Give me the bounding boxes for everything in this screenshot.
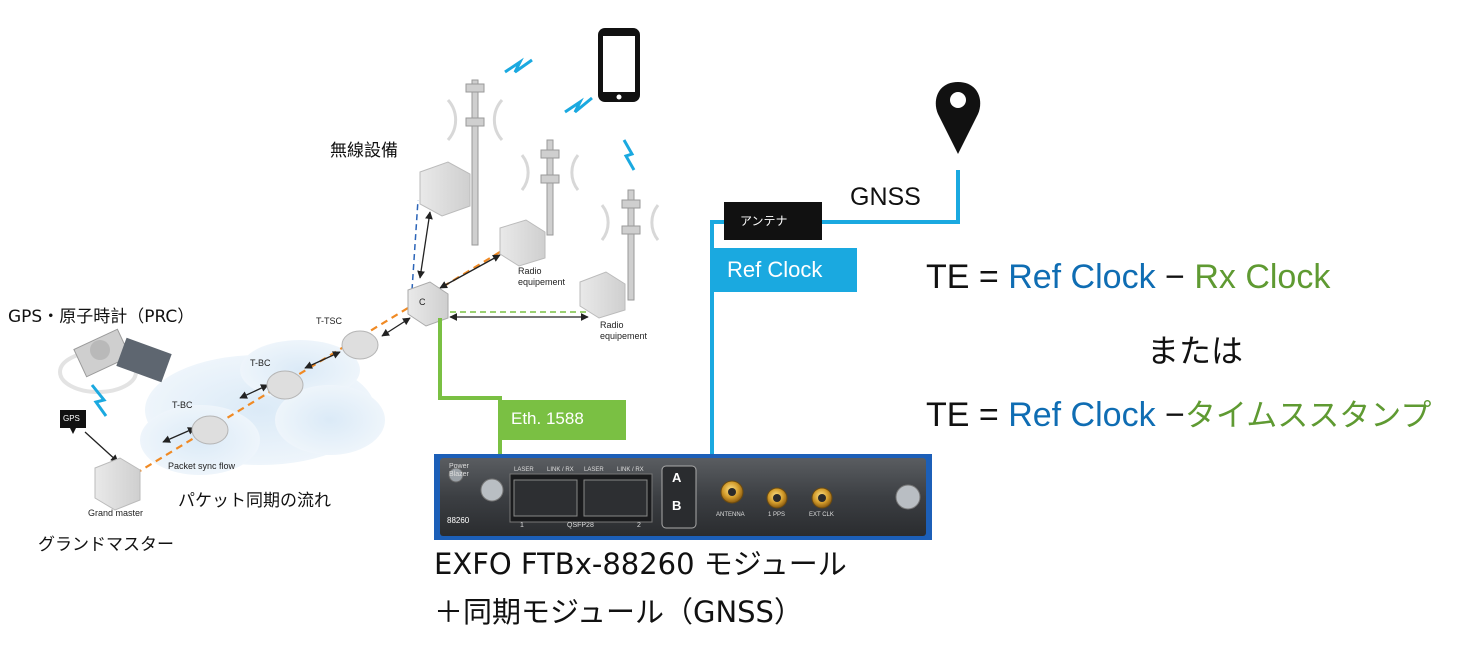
radio1-label: Radio equipement <box>518 266 566 287</box>
sma-ext-clk-label: EXT CLK <box>809 512 834 518</box>
smartphone-icon <box>598 28 640 102</box>
server-box-icon <box>94 161 626 511</box>
module-brand: Power Blazer <box>449 463 469 479</box>
wireless-signal-icon <box>504 57 636 171</box>
antenna-label: アンテナ <box>740 214 788 228</box>
eq1-rx-clock: Rx Clock <box>1194 258 1331 296</box>
ab-b-label: B <box>672 498 682 513</box>
gps-badge <box>60 410 86 434</box>
tbc1-label: T-BC <box>172 400 193 410</box>
ref-clock-label: Ref Clock <box>727 257 823 282</box>
musen-label: 無線設備 <box>330 141 398 161</box>
equation-or: または <box>1147 332 1244 370</box>
sma-antenna-label: ANTENNA <box>716 512 745 518</box>
module-brand-bottom: Blazer <box>449 471 469 478</box>
tbc2-label: T-BC <box>250 358 271 368</box>
satellite-icon <box>58 328 172 394</box>
port-qsfp: QSFP28 <box>567 522 594 529</box>
grand-master-ja-label: グランドマスター <box>38 535 174 555</box>
link-arrows <box>84 211 589 463</box>
packet-sync-flow-label: Packet sync flow <box>168 461 236 471</box>
gps-signal-icon <box>90 384 108 417</box>
grand-master-label: Grand master <box>88 508 144 518</box>
gps-badge-label: GPS <box>63 414 80 423</box>
ref-clock-box <box>712 248 857 292</box>
ttsc-label: T-TSC <box>316 316 342 326</box>
module-brand-top: Power <box>449 463 469 470</box>
equation-line-1: TE = Ref Clock − Rx Clock <box>926 258 1330 297</box>
sma-1pps-label: 1 PPS <box>768 512 786 518</box>
eq1-ref-clock: Ref Clock <box>1008 258 1156 296</box>
gps-prc-label: GPS・原子時計（PRC） <box>8 307 195 327</box>
blue-dashed-link <box>411 199 419 291</box>
radio2-label: Radio equipement <box>600 320 648 341</box>
eth-1588-box <box>500 400 626 440</box>
gnss-label: GNSS <box>850 183 921 211</box>
eq1-operator: − <box>1155 258 1195 296</box>
port-link-1: LINK / RX <box>547 467 574 473</box>
eq2-timestamp: タイムススタンプ <box>1184 398 1432 434</box>
eth-cable-line <box>438 318 502 462</box>
packet-flow-ja-label: パケット同期の流れ <box>178 491 331 511</box>
eq1-prefix: TE = <box>926 258 1009 296</box>
port-num-1: 1 <box>520 522 524 529</box>
port-laser-2: LASER <box>584 467 604 473</box>
port-num-2: 2 <box>637 522 641 529</box>
eq2-prefix: TE = <box>926 396 1009 434</box>
antenna-box <box>724 202 822 240</box>
ab-a-label: A <box>672 470 682 485</box>
eq2-operator: − <box>1155 396 1185 434</box>
c-node-label: C <box>419 297 426 307</box>
exfo-module <box>434 454 932 540</box>
module-title-1: EXFO FTBx-88260 モジュール <box>434 547 847 581</box>
module-model-badge: 88260 <box>447 516 470 525</box>
gnss-cable-line <box>710 170 960 462</box>
eth-1588-label: Eth. 1588 <box>511 409 584 428</box>
eq2-ref-clock: Ref Clock <box>1008 396 1156 434</box>
port-laser-1: LASER <box>514 467 534 473</box>
equation-line-2: TE = Ref Clock −タイムススタンプ <box>926 390 1431 435</box>
module-title-2: ＋同期モジュール（GNSS） <box>434 595 803 629</box>
location-pin-icon <box>935 82 981 154</box>
router-icon <box>191 330 379 445</box>
cell-tower-icon <box>446 79 660 301</box>
port-link-2: LINK / RX <box>617 467 644 473</box>
